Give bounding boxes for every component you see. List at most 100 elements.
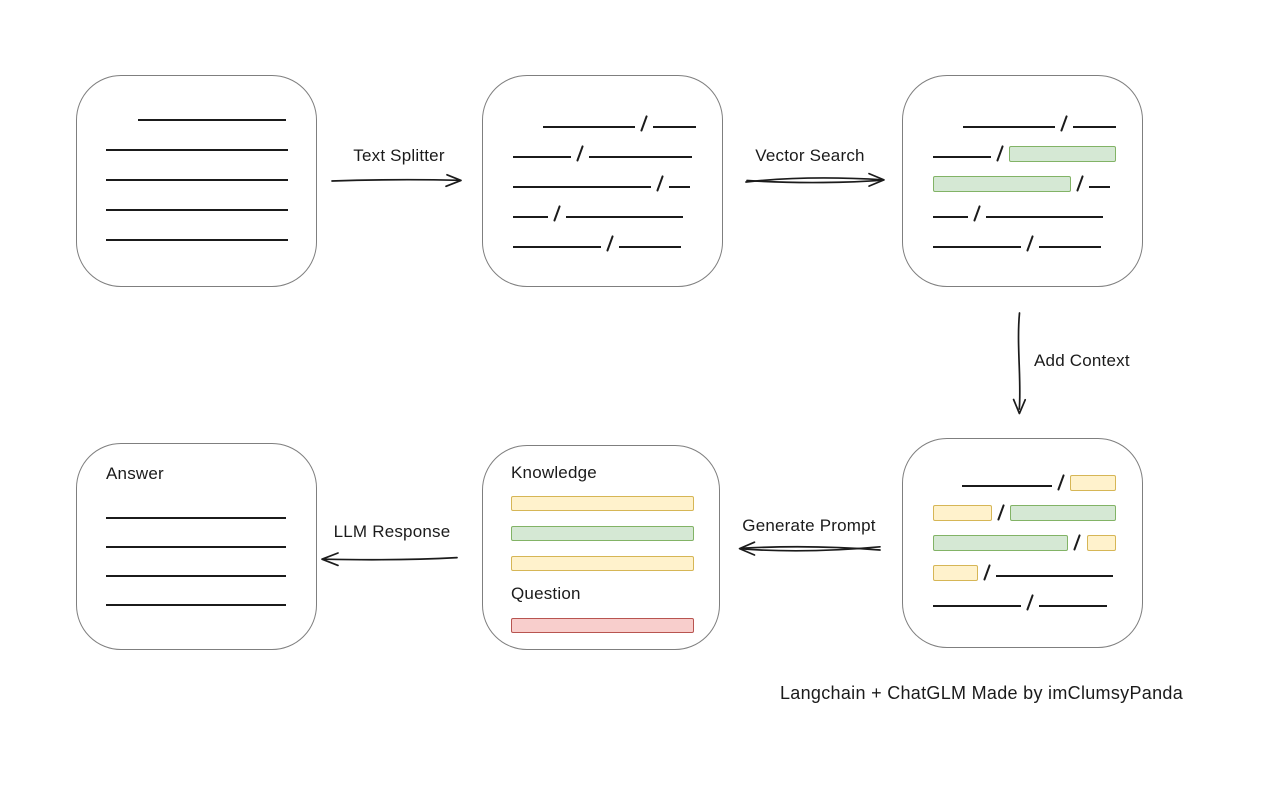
knowledge-label: Knowledge xyxy=(511,463,597,482)
chunk-row xyxy=(513,192,696,222)
green-chunk xyxy=(933,176,1071,192)
chunk-row xyxy=(933,192,1116,222)
node-vector-matches xyxy=(902,75,1143,287)
text-line xyxy=(933,246,1021,248)
generate-prompt-arrow xyxy=(738,541,881,556)
generate-prompt-label: Generate Prompt xyxy=(742,516,876,535)
text-line xyxy=(589,156,693,158)
text-line xyxy=(669,186,691,188)
yellow-chunk xyxy=(1069,475,1117,491)
slash-separator xyxy=(640,115,648,132)
answer-lines xyxy=(106,517,290,606)
slash-separator xyxy=(983,564,992,581)
slash-separator xyxy=(1026,235,1035,252)
split-chunk-rows xyxy=(483,76,722,252)
chunk-row xyxy=(933,461,1117,491)
chunk-row xyxy=(513,222,696,252)
chunk-row xyxy=(933,521,1116,551)
question-label: Question xyxy=(511,584,581,603)
chunk-row xyxy=(933,581,1116,611)
text-line xyxy=(653,126,696,128)
text-line xyxy=(566,216,684,218)
text-line xyxy=(619,246,682,248)
caption: Langchain + ChatGLM Made by imClumsyPand… xyxy=(780,683,1183,703)
yellow-chunk xyxy=(933,565,978,581)
text-line xyxy=(1089,186,1111,188)
spacer xyxy=(933,490,962,491)
vector-search-arrow xyxy=(745,172,885,187)
text-line xyxy=(1039,246,1102,248)
text-line xyxy=(542,126,635,128)
spacer xyxy=(933,131,963,132)
slash-separator xyxy=(996,145,1004,162)
green-chunk xyxy=(1009,146,1116,162)
chunk-row xyxy=(513,132,696,162)
green-chunk xyxy=(933,535,1069,551)
chunk-row xyxy=(933,551,1116,581)
vector-search-label: Vector Search xyxy=(755,146,865,165)
knowledge-bars xyxy=(511,496,694,571)
text-line xyxy=(513,186,651,188)
text-line xyxy=(933,605,1021,607)
slash-separator xyxy=(1056,474,1065,491)
text-line xyxy=(138,119,286,121)
slash-separator xyxy=(1073,534,1082,551)
slash-separator xyxy=(973,205,982,222)
node-context-chunks xyxy=(902,438,1143,648)
text-line xyxy=(106,209,288,211)
text-line xyxy=(962,126,1055,128)
chunk-row xyxy=(513,162,696,192)
llm-response-arrow xyxy=(321,552,458,567)
question-bars xyxy=(511,618,694,633)
text-line xyxy=(986,216,1104,218)
add-context-arrow xyxy=(1012,312,1027,415)
chunk-row xyxy=(933,222,1116,252)
text-line xyxy=(1039,605,1108,607)
yellow-chunk xyxy=(1086,535,1116,551)
yellow-bar xyxy=(511,496,694,511)
text-line xyxy=(106,546,286,548)
chunk-row xyxy=(933,102,1116,132)
answer-label: Answer xyxy=(106,464,164,483)
context-chunk-rows xyxy=(903,439,1142,611)
slash-separator xyxy=(606,235,615,252)
slash-separator xyxy=(1076,175,1085,192)
text-line xyxy=(961,485,1052,487)
text-splitter-label: Text Splitter xyxy=(353,146,445,165)
node-document xyxy=(76,75,317,287)
chunk-row xyxy=(933,132,1116,162)
slash-separator xyxy=(1060,115,1068,132)
node-answer: Answer xyxy=(76,443,317,650)
text-splitter-arrow xyxy=(331,173,462,188)
yellow-chunk xyxy=(933,505,993,521)
node-prompt: Knowledge Question xyxy=(482,445,720,650)
llm-response-label: LLM Response xyxy=(333,522,451,541)
slash-separator xyxy=(656,175,665,192)
slash-separator xyxy=(553,205,562,222)
add-context-label: Add Context xyxy=(1034,351,1130,370)
text-line xyxy=(933,156,991,158)
text-line xyxy=(106,604,286,606)
green-chunk xyxy=(1010,505,1116,521)
text-line xyxy=(513,246,601,248)
chunk-row xyxy=(933,162,1116,192)
node-split-chunks xyxy=(482,75,723,287)
slash-separator xyxy=(576,145,585,162)
document-lines xyxy=(77,119,316,241)
text-line xyxy=(106,149,288,151)
text-line xyxy=(513,156,571,158)
text-line xyxy=(513,216,548,218)
text-line xyxy=(106,575,286,577)
red-bar xyxy=(511,618,694,633)
chunk-row xyxy=(933,491,1116,521)
text-line xyxy=(933,216,968,218)
text-line xyxy=(106,179,288,181)
text-line xyxy=(996,575,1114,577)
vector-match-rows xyxy=(903,76,1142,252)
green-bar xyxy=(511,526,694,541)
text-line xyxy=(106,517,286,519)
text-line xyxy=(1073,126,1116,128)
slash-separator xyxy=(997,504,1006,521)
spacer xyxy=(513,131,543,132)
